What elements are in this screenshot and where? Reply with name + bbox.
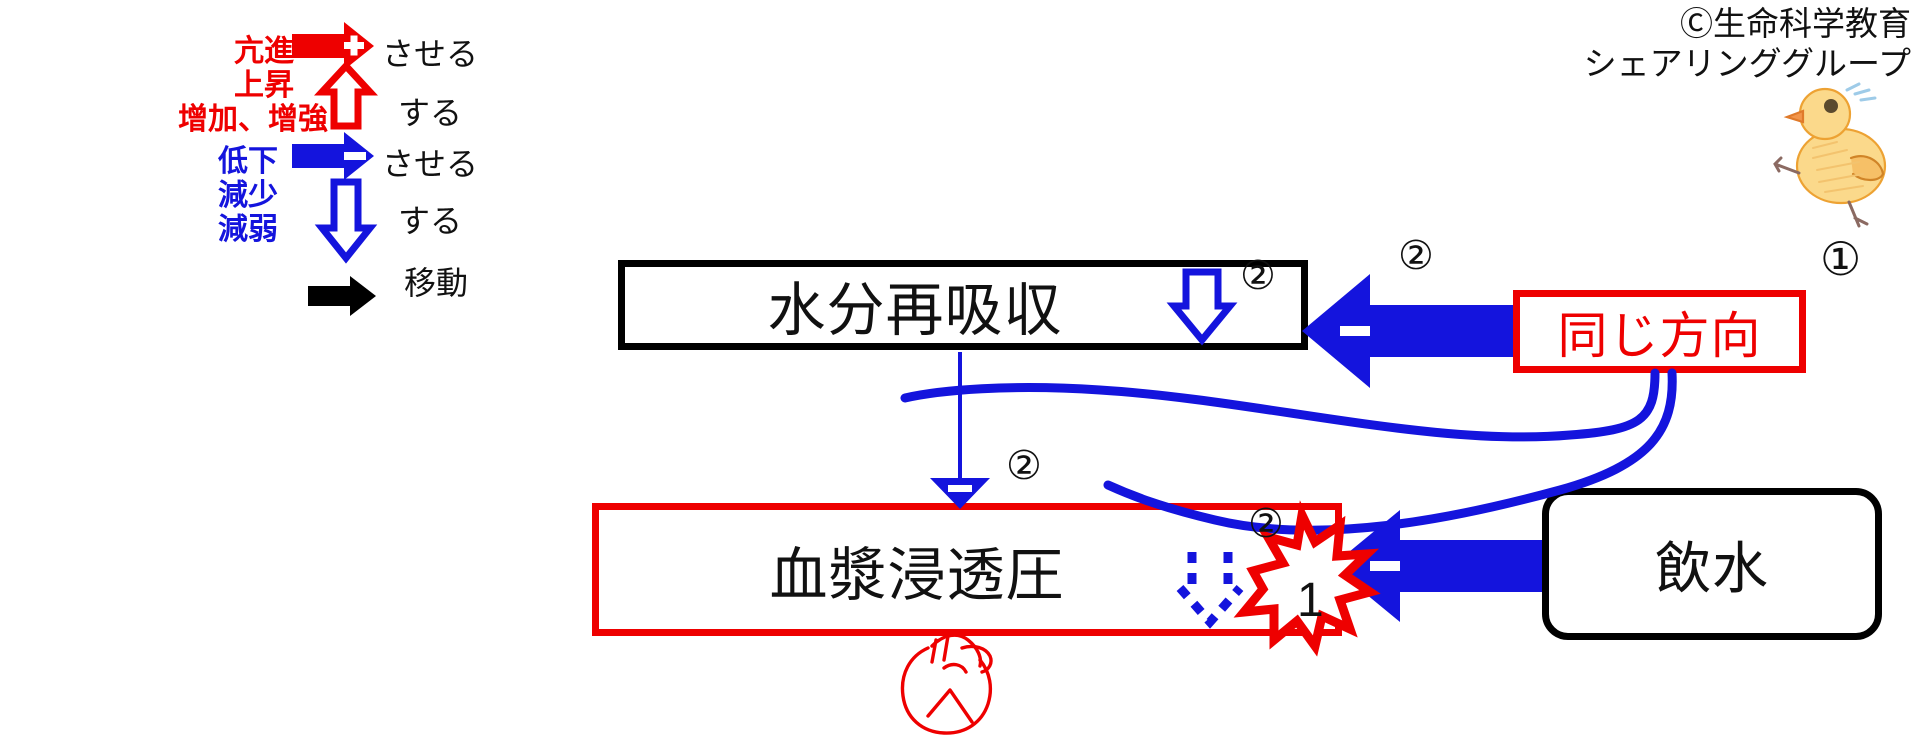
legend-decrease-word-2: 減弱	[218, 213, 278, 246]
node-plasma-osmolality[interactable]: 血漿浸透圧	[592, 503, 1342, 636]
arrow-drinking-to-osmolality	[1332, 510, 1542, 622]
legend-increase-word-2: 增加、增強	[178, 103, 328, 136]
node-water-reabsorption-label: 水分再吸収	[767, 278, 1063, 343]
chick-mascot-icon	[1773, 82, 1887, 228]
legend-label-solid-black-right: 移動	[404, 265, 469, 301]
arrow-reabsorption-to-osmolality	[930, 352, 990, 509]
legend-increase-word-0: 亢進	[234, 35, 294, 68]
node-water-reabsorption[interactable]: 水分再吸収	[618, 260, 1308, 350]
legend-icon-hollow-red-up-arrow	[314, 60, 378, 130]
marker-reabsorption-box: ②	[1240, 254, 1276, 298]
copyright-line-1: Ⓒ生命科学教育	[1680, 5, 1911, 42]
legend-decrease-word-1: 減少	[218, 179, 278, 212]
marker-arrow-to-reabsorption: ②	[1398, 234, 1434, 278]
node-plasma-osmolality-label: 血漿浸透圧	[769, 542, 1065, 608]
node-same-direction[interactable]: 同じ方向	[1513, 290, 1806, 373]
legend-label-hollow-blue-down: する	[398, 203, 463, 239]
burst-marker-number: 1	[1297, 574, 1324, 627]
arrow-same-direction-to-reabsorption	[1302, 274, 1513, 388]
legend-label-solid-red-right: させる	[382, 36, 479, 72]
legend-decrease-word-0: 低下	[218, 145, 278, 178]
marker-same-direction-box: ①	[1820, 233, 1862, 285]
copyright-notice: Ⓒ生命科学教育 シェアリンググループ	[1441, 4, 1911, 85]
legend-label-solid-blue-right: させる	[382, 146, 479, 182]
legend-icon-solid-blue-right-arrow	[292, 132, 374, 180]
curve-samehoukou-to-osmolality-upper	[900, 368, 1660, 442]
legend-label-hollow-red-up: する	[398, 95, 463, 131]
marker-osmolality-box: ②	[1248, 502, 1284, 546]
anatomical-heart-icon	[900, 633, 993, 735]
marker-arrow-reabsorption-to-osmolality: ②	[1006, 444, 1042, 488]
node-same-direction-label: 同じ方向	[1557, 307, 1762, 364]
node-drinking-water[interactable]: 飲水	[1542, 488, 1882, 640]
legend: 亢進 上昇 增加、增強 低下 減少 減弱	[178, 22, 540, 322]
legend-icon-solid-red-right-arrow	[292, 22, 374, 70]
copyright-line-2: シェアリンググループ	[1583, 45, 1911, 83]
legend-icon-solid-black-right-arrow	[308, 276, 376, 316]
legend-increase-word-1: 上昇	[234, 69, 294, 102]
legend-arrow-glyphs	[292, 22, 378, 316]
legend-icon-hollow-blue-down-arrow	[314, 178, 378, 264]
node-drinking-water-label: 飲水	[1655, 536, 1769, 600]
